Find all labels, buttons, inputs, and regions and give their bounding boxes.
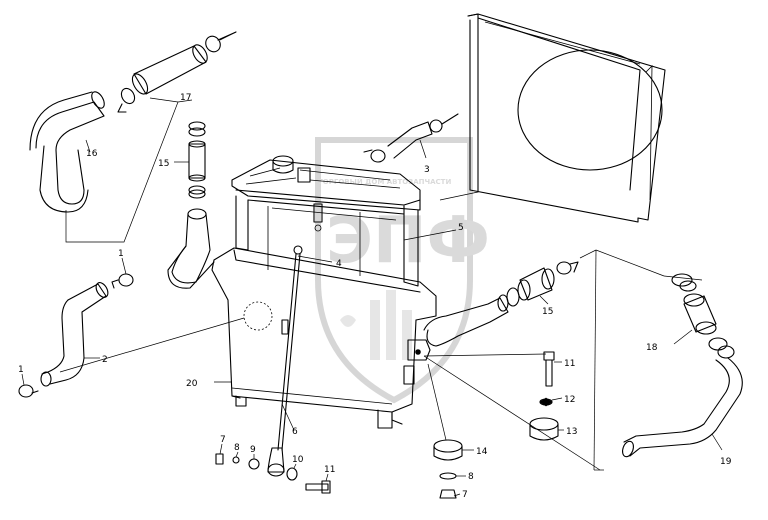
hose-3	[363, 113, 459, 163]
leader-5	[403, 229, 457, 241]
hardware-row-left	[215, 443, 331, 494]
callout-20: 20	[186, 379, 198, 389]
callout-4: 4	[336, 259, 342, 269]
hose-coupler-15-right	[423, 249, 604, 471]
callout-7-right: 7	[462, 490, 468, 500]
mount-hardware-right	[423, 351, 601, 499]
watermark-logo-caption: ТОРГОВЫЙ ДОМ АВТОЗАПЧАСТИ	[318, 177, 451, 186]
callout-12: 12	[564, 395, 575, 405]
callout-8-right: 8	[468, 472, 474, 482]
callout-8-left: 8	[234, 443, 240, 453]
callout-15-right: 15	[542, 307, 553, 317]
hose-upper-16	[29, 91, 105, 213]
callout-10: 10	[292, 455, 304, 465]
watermark-logo: ЭПФ ТОРГОВЫЙ ДОМ АВТОЗАПЧАСТИ	[315, 137, 490, 404]
callout-6: 6	[292, 427, 298, 437]
drain-rod-6	[267, 245, 333, 477]
callout-18: 18	[646, 343, 658, 353]
callout-7-left: 7	[220, 435, 226, 445]
callout-17: 17	[180, 93, 191, 103]
callout-1-lower: 1	[18, 365, 24, 375]
hose-lower-2	[18, 257, 245, 398]
callout-2: 2	[102, 355, 108, 365]
callout-11-right: 11	[564, 359, 575, 369]
callout-3: 3	[424, 165, 430, 175]
watermark-logo-letters: ЭПФ	[326, 204, 490, 278]
callout-9: 9	[250, 445, 256, 455]
fan-shroud	[439, 13, 666, 223]
callout-labels: 1 1 2 3 4 5 6 7 7 8 8 9 10 11 11 12 13 1…	[18, 93, 732, 500]
radiator	[211, 155, 437, 429]
callout-13: 13	[566, 427, 577, 437]
callout-16: 16	[86, 149, 98, 159]
callout-14: 14	[476, 447, 488, 457]
hose-coupler-15-left	[167, 121, 215, 289]
leader-16	[85, 139, 91, 153]
callout-15-left: 15	[158, 159, 169, 169]
hose-upper-17	[65, 31, 237, 243]
callout-19: 19	[720, 457, 732, 467]
callout-11-left: 11	[324, 465, 335, 475]
callout-5: 5	[458, 223, 464, 233]
callout-1-upper: 1	[118, 249, 124, 259]
hose-19	[595, 249, 743, 458]
